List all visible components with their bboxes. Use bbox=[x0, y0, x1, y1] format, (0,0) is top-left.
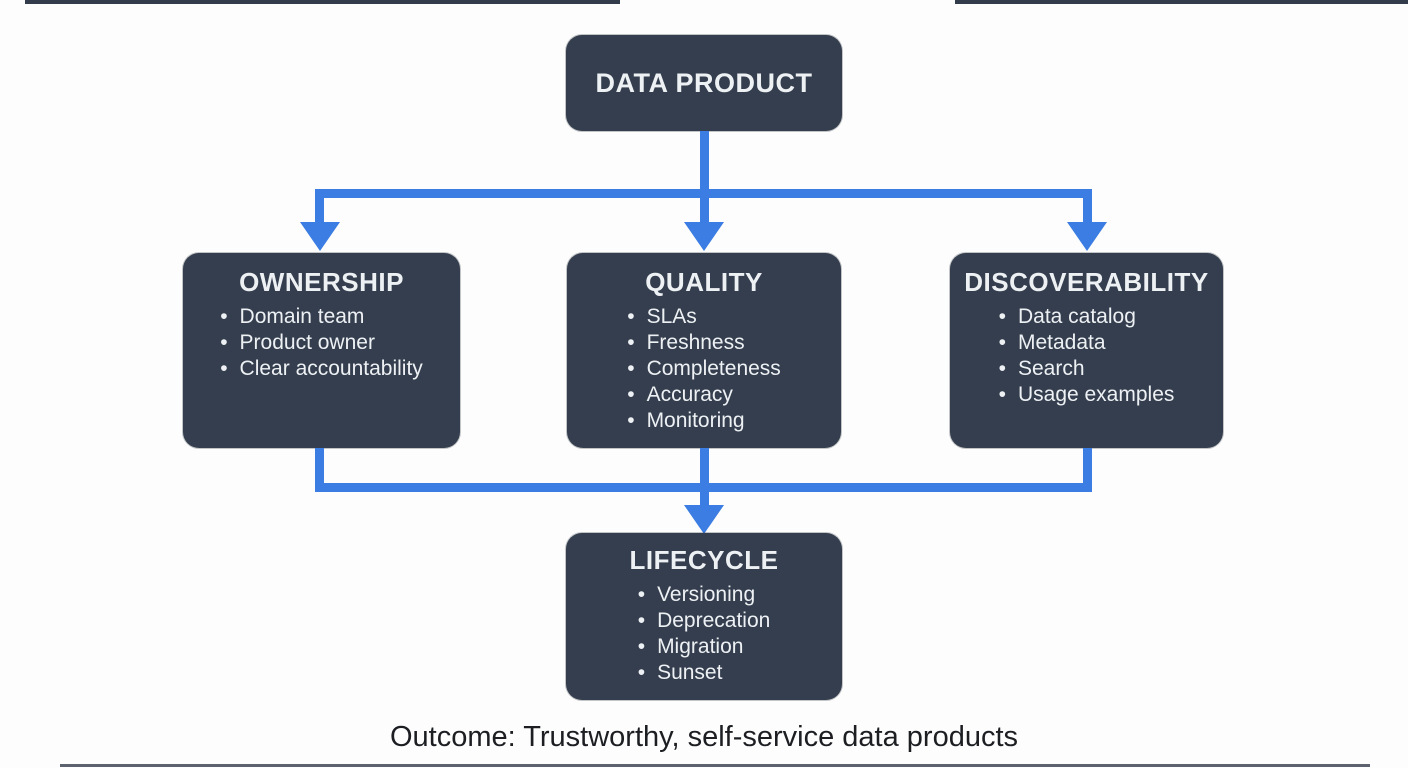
bullet-item: Search bbox=[999, 356, 1175, 382]
connector-stem-from-data-product bbox=[700, 131, 709, 223]
node-quality: QUALITY SLAsFreshnessCompletenessAccurac… bbox=[567, 253, 841, 448]
node-discoverability: DISCOVERABILITY Data catalogMetadataSear… bbox=[950, 253, 1223, 448]
node-data-product-title: DATA PRODUCT bbox=[595, 67, 813, 98]
connector-horizontal-top bbox=[315, 189, 1092, 198]
bullet-item: Accuracy bbox=[627, 382, 781, 408]
outcome-caption: Outcome: Trustworthy, self-service data … bbox=[389, 721, 1019, 753]
arrowhead-to-lifecycle bbox=[684, 505, 724, 534]
edge-artifact-top-left bbox=[25, 0, 620, 4]
connector-drop-to-ownership bbox=[315, 189, 324, 223]
connector-stem-to-lifecycle bbox=[700, 491, 709, 506]
discoverability-bullet-list: Data catalogMetadataSearchUsage examples bbox=[999, 304, 1175, 408]
connector-rise-from-discoverability bbox=[1083, 448, 1092, 491]
arrowhead-to-ownership bbox=[300, 222, 340, 251]
bullet-item: SLAs bbox=[627, 304, 781, 330]
bullet-item: Completeness bbox=[627, 356, 781, 382]
bullet-item: Data catalog bbox=[999, 304, 1175, 330]
arrowhead-to-discoverability bbox=[1067, 222, 1107, 251]
node-data-product: DATA PRODUCT bbox=[566, 35, 842, 131]
node-ownership: OWNERSHIP Domain teamProduct ownerClear … bbox=[183, 253, 460, 448]
bullet-item: Product owner bbox=[220, 330, 423, 356]
bullet-item: Migration bbox=[638, 634, 771, 660]
node-discoverability-title: DISCOVERABILITY bbox=[964, 267, 1209, 297]
bullet-item: Freshness bbox=[627, 330, 781, 356]
bullet-item: Domain team bbox=[220, 304, 423, 330]
connector-horizontal-bottom bbox=[315, 483, 1092, 492]
node-ownership-title: OWNERSHIP bbox=[239, 267, 404, 297]
bullet-item: Metadata bbox=[999, 330, 1175, 356]
bullet-item: Versioning bbox=[638, 582, 771, 608]
node-lifecycle: LIFECYCLE VersioningDeprecationMigration… bbox=[566, 533, 842, 700]
quality-bullet-list: SLAsFreshnessCompletenessAccuracyMonitor… bbox=[627, 304, 781, 434]
ownership-bullet-list: Domain teamProduct ownerClear accountabi… bbox=[220, 304, 423, 382]
arrowhead-to-quality bbox=[684, 222, 724, 251]
edge-artifact-top-right bbox=[955, 0, 1408, 4]
bullet-item: Clear accountability bbox=[220, 356, 423, 382]
bullet-item: Sunset bbox=[638, 660, 771, 686]
connector-rise-from-ownership bbox=[315, 448, 324, 491]
bullet-item: Deprecation bbox=[638, 608, 770, 634]
edge-artifact-bottom bbox=[60, 764, 1370, 767]
connector-rise-from-quality bbox=[700, 448, 709, 491]
node-lifecycle-title: LIFECYCLE bbox=[629, 545, 779, 575]
lifecycle-bullet-list: VersioningDeprecationMigrationSunset bbox=[638, 582, 771, 686]
connector-drop-to-discoverability bbox=[1083, 189, 1092, 223]
node-quality-title: QUALITY bbox=[645, 267, 763, 297]
bullet-item: Usage examples bbox=[999, 382, 1174, 408]
bullet-item: Monitoring bbox=[627, 408, 781, 434]
